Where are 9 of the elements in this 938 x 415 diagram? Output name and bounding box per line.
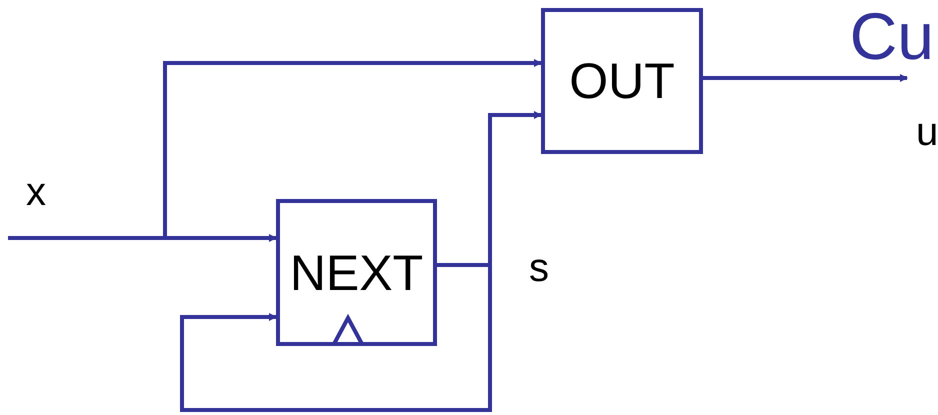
connector-arrow xyxy=(163,59,542,238)
connector-arrow xyxy=(703,74,908,82)
block-label: OUT xyxy=(569,56,675,106)
connector-arrow xyxy=(180,263,492,412)
title: Cu xyxy=(850,2,934,72)
block-box xyxy=(541,8,703,154)
block-box xyxy=(276,199,437,346)
connector-arrow xyxy=(8,234,277,242)
block-label: NEXT xyxy=(290,248,424,298)
